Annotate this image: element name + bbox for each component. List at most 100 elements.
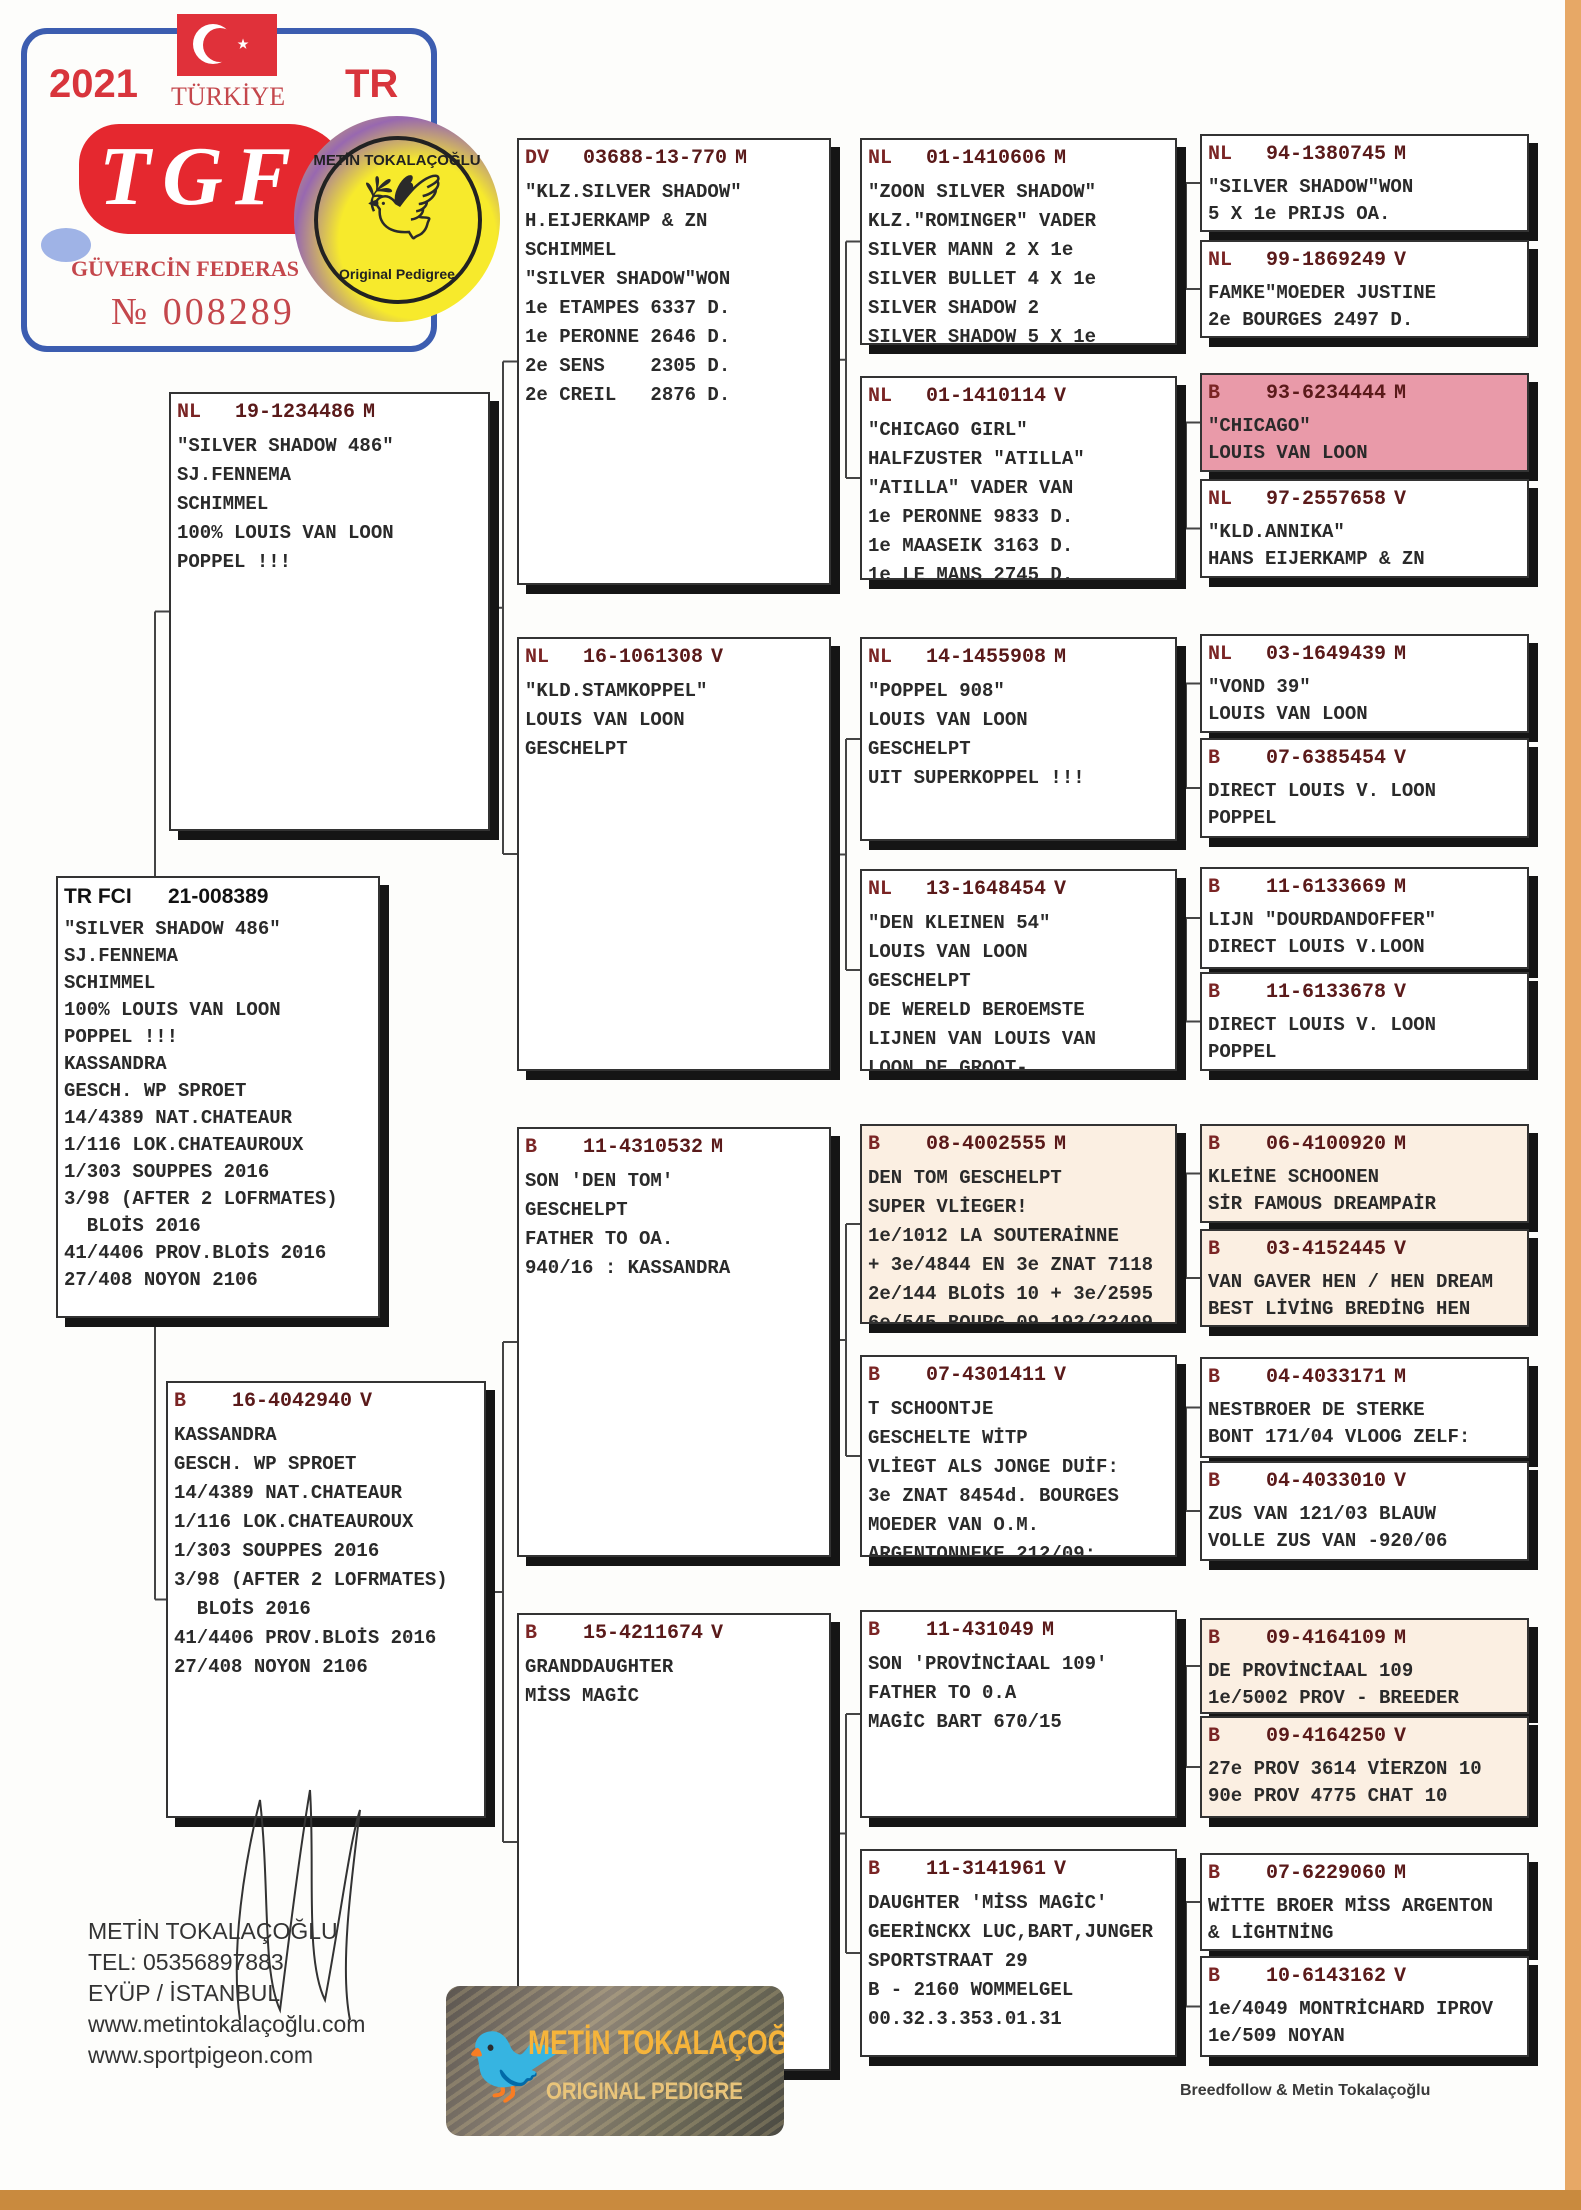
pigeon-info-line: FAMKE"MOEDER JUSTINE — [1208, 282, 1437, 304]
sex-marker: M — [1054, 1133, 1067, 1156]
pigeon-info-line: GESCHELPT — [525, 1199, 628, 1221]
sex-marker: V — [1054, 878, 1067, 901]
pigeon-info-line: "CHICAGO GIRL" — [868, 419, 1028, 441]
ring-number: 99-1869249 — [1266, 249, 1387, 272]
pigeon-info-line: SILVER SHADOW 5 X 1e — [868, 326, 1097, 345]
pigeon-info-line: DIRECT LOUIS V.LOON — [1208, 936, 1425, 958]
sex-marker: M — [1042, 1619, 1055, 1642]
pigeon-info-line: SJ.FENNEMA — [177, 464, 292, 486]
breeder-contact: METİN TOKALAÇOĞLU TEL: 05356897883 EYÜP … — [88, 1916, 365, 2071]
pigeon-info-line: 100% LOUIS VAN LOON — [177, 522, 394, 544]
country-code: NL — [868, 878, 893, 901]
pigeon-info-line: SCHIMMEL — [525, 239, 617, 261]
stamp-number-value: 008289 — [162, 291, 295, 333]
country-code: NL — [868, 147, 893, 170]
pigeon-info-line: "CHICAGO" — [1208, 415, 1311, 437]
contact-website-2[interactable]: www.sportpigeon.com — [88, 2042, 313, 2068]
pigeon-info-line: LOON DE GROOT- — [868, 1057, 1028, 1071]
sex-marker: V — [711, 1622, 724, 1645]
stamp-number: № 008289 — [111, 290, 295, 334]
country-code: B — [868, 1364, 881, 1387]
pigeon-info-line: LOUIS VAN LOON — [525, 709, 685, 731]
pigeon-info-line: GRANDDAUGHTER — [525, 1656, 674, 1678]
sex-marker: V — [1394, 1238, 1407, 1261]
hologram-sticker: 🐦 METİN TOKALAÇOĞLU ORIGINAL PEDIGRE — [446, 1986, 784, 2136]
ring-number: 21-008389 — [168, 885, 269, 908]
pigeon-info-line: "SILVER SHADOW"WON — [525, 268, 731, 290]
country-code: NL — [1208, 643, 1233, 666]
ring-number: 19-1234486 — [235, 401, 356, 424]
sex-marker: V — [711, 646, 724, 669]
sex-marker: V — [360, 1390, 373, 1413]
pigeon-info-line: 14/4389 NAT.CHATEAUR — [174, 1482, 403, 1504]
pigeon-info-line: BONT 171/04 VLOOG ZELF: — [1208, 1426, 1471, 1448]
country-code: B — [174, 1390, 187, 1413]
pigeon-info-line: 6e/545 BOURG 09 192/22499 — [868, 1312, 1154, 1324]
pigeon-info-line: 1/116 LOK.CHATEAUROUX — [174, 1511, 414, 1533]
country-code: B — [1208, 1862, 1221, 1885]
pigeon-info-line: 2e BOURGES 2497 D. — [1208, 309, 1414, 331]
pigeon-info-line: 1/303 SOUPPES 2016 — [64, 1161, 270, 1183]
fci-logo-icon — [41, 228, 91, 262]
pigeon-info-line: SCHIMMEL — [64, 972, 156, 994]
pigeon-info-line: 1/303 SOUPPES 2016 — [174, 1540, 380, 1562]
hologram-title: METİN TOKALAÇOĞLU — [528, 2024, 784, 2062]
country-code: NL — [177, 401, 202, 424]
pigeon-info-line: DEN TOM GESCHELPT — [868, 1167, 1062, 1189]
pigeon-info-line: 27e PROV 3614 VİERZON 10 — [1208, 1758, 1482, 1780]
ring-number: 07-6385454 — [1266, 747, 1387, 770]
ring-number: 10-6143162 — [1266, 1965, 1387, 1988]
ring-number: 97-2557658 — [1266, 488, 1387, 511]
sex-marker: V — [1394, 747, 1407, 770]
contact-location: EYÜP / İSTANBUL — [88, 1980, 281, 2006]
country-code: B — [1208, 1366, 1221, 1389]
pigeon-info-line: 90e PROV 4775 CHAT 10 — [1208, 1785, 1448, 1807]
stamp-acronym: TGF — [99, 130, 303, 223]
pigeon-icon: 🐦 — [464, 2024, 564, 2115]
pigeon-info-line: DAUGHTER 'MİSS MAGİC' — [868, 1892, 1108, 1914]
ring-number: 09-4164109 — [1266, 1627, 1387, 1650]
pigeon-info-line: "KLD.STAMKOPPEL" — [525, 680, 708, 702]
contact-website-1[interactable]: www.metintokalaçoğlu.com — [88, 2011, 366, 2037]
